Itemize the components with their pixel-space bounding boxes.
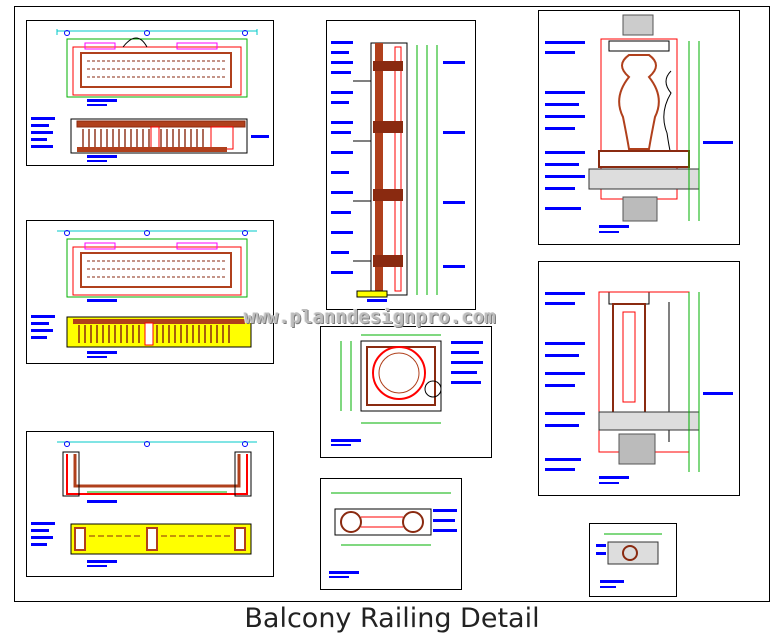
detail-a-drawing [331, 334, 483, 446]
detail-d-panel [538, 261, 740, 496]
railing-plan-elevation-sheet-3 [26, 431, 274, 577]
watermark-text: www.planndesignpro.com [244, 306, 496, 328]
railing-section-panel [326, 20, 476, 310]
detail-b-drawing [329, 492, 457, 578]
detail-e-panel [589, 523, 677, 597]
railing-section-drawing [331, 41, 465, 302]
plan-elevation-drawing-3 [31, 441, 257, 567]
detail-c-panel [538, 10, 740, 245]
detail-b-panel [320, 478, 462, 590]
detail-e-drawing [596, 533, 662, 588]
plan-elevation-drawing-2 [31, 230, 257, 358]
plan-elevation-drawing-1 [31, 29, 269, 162]
detail-a-panel [320, 326, 492, 458]
railing-plan-elevation-sheet-2 [26, 220, 274, 364]
detail-d-column-drawing [545, 291, 733, 484]
railing-plan-elevation-sheet-1 [26, 20, 274, 166]
detail-c-baluster-drawing [545, 14, 733, 233]
page-title: Balcony Railing Detail [244, 603, 540, 634]
